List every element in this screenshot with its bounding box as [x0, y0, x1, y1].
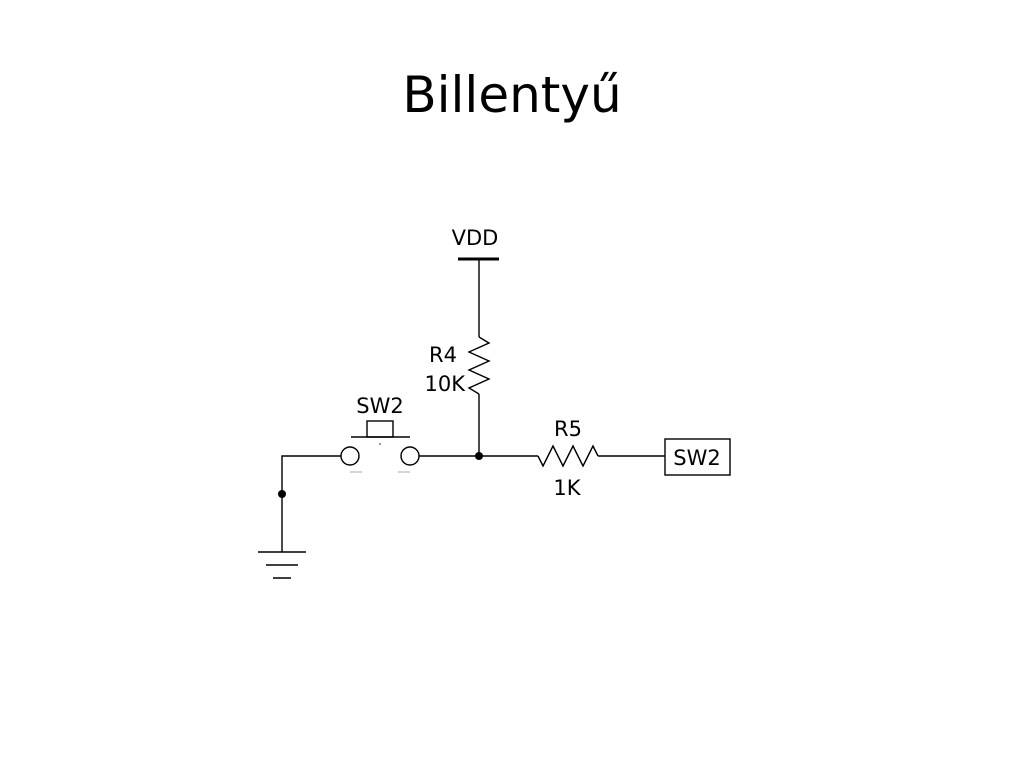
- output-port-label: SW2: [673, 446, 720, 470]
- ground-to-switch-wire: [281, 455, 341, 552]
- r5-resistor: [537, 444, 599, 468]
- r5-name-label: R5: [554, 417, 582, 441]
- r4-resistor: [467, 336, 491, 395]
- ground-wire-node: [278, 490, 286, 498]
- r4-value-label: 10K: [425, 372, 467, 396]
- sw2-right-contact: [400, 446, 420, 466]
- slide-title: Billentyű: [402, 66, 622, 124]
- output-port-box: [664, 438, 731, 476]
- r5-value-label: 1K: [553, 476, 581, 500]
- sw2-left-contact: [340, 446, 360, 466]
- vdd-label: VDD: [452, 226, 499, 250]
- r4-name-label: R4: [429, 343, 457, 367]
- sw2-name-label: SW2: [356, 394, 403, 418]
- sw2-actuator-button: [366, 420, 394, 438]
- sw2-center-dot: [379, 443, 381, 445]
